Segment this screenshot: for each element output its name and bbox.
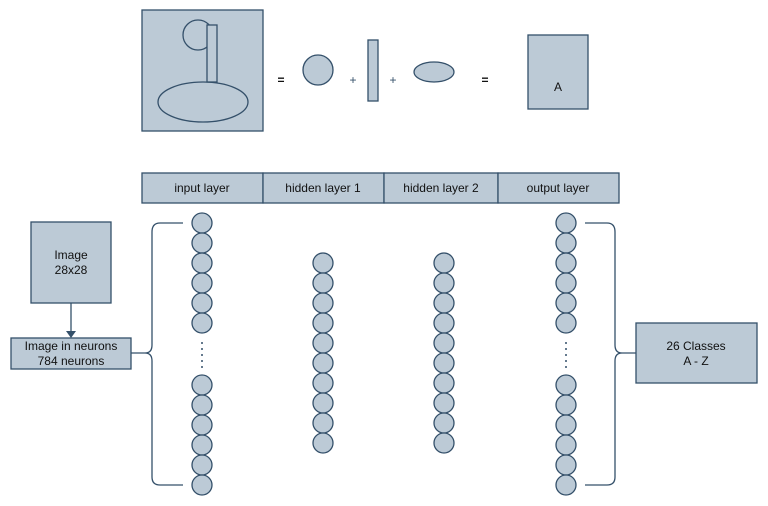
neuron [191, 374, 213, 396]
ellipsis-dot [201, 342, 203, 344]
ellipsis-dot [201, 348, 203, 350]
neuron [433, 292, 455, 314]
image-box-size: 28x28 [55, 263, 88, 277]
neuron [191, 434, 213, 456]
neuron [191, 474, 213, 496]
neuron-columns [191, 212, 577, 496]
neuron [555, 394, 577, 416]
input-bracket [131, 222, 183, 486]
neuron [191, 272, 213, 294]
neuron [312, 412, 334, 434]
neuron [555, 252, 577, 274]
ellipsis-dot [565, 360, 567, 362]
neuron [433, 412, 455, 434]
plus-sign: + [389, 73, 396, 87]
neuron [191, 454, 213, 476]
layer-header-output [497, 172, 620, 204]
neuron [555, 312, 577, 334]
ellipsis-dot [201, 354, 203, 356]
neuron [433, 332, 455, 354]
neuron [191, 212, 213, 234]
neurons-box-title: Image in neurons [25, 339, 118, 353]
equals-sign: = [277, 73, 284, 87]
classes-box [635, 322, 758, 384]
neuron [312, 352, 334, 374]
neuron [191, 312, 213, 334]
neuron [433, 372, 455, 394]
decomposition-equation: = + + = A [141, 9, 589, 132]
plus-sign: + [349, 73, 356, 87]
ellipsis-dot [565, 366, 567, 368]
ellipsis-dot [565, 342, 567, 344]
layer-header-hidden-2 [383, 172, 499, 204]
neuron [191, 252, 213, 274]
ellipsis-dot [565, 354, 567, 356]
image-box [30, 221, 112, 304]
neuron [433, 352, 455, 374]
layer-label: output layer [527, 181, 590, 195]
neuron [555, 272, 577, 294]
layer-label: hidden layer 1 [285, 181, 361, 195]
neuron [312, 272, 334, 294]
classes-box-range: A - Z [683, 354, 708, 368]
letter-sketch-box [141, 9, 264, 132]
ellipsis-dot [565, 348, 567, 350]
neuron [555, 454, 577, 476]
neuron [555, 474, 577, 496]
layer-header: input layer hidden layer 1 hidden layer … [141, 172, 620, 204]
neuron [312, 372, 334, 394]
layer-label: hidden layer 2 [403, 181, 479, 195]
neuron [433, 312, 455, 334]
output-bracket [585, 222, 636, 486]
neuron [433, 272, 455, 294]
neuron [191, 414, 213, 436]
classes-box-title: 26 Classes [666, 339, 725, 353]
neuron [433, 432, 455, 454]
neuron [312, 252, 334, 274]
neuron [191, 292, 213, 314]
sketch-bar [206, 24, 218, 83]
ellipsis-dot [201, 360, 203, 362]
bar-part [367, 39, 379, 102]
neuron [433, 252, 455, 274]
ellipsis-dot [201, 366, 203, 368]
neuron [555, 374, 577, 396]
neuron [555, 292, 577, 314]
neurons-box-count: 784 neurons [38, 354, 105, 368]
result-letter: A [554, 80, 562, 94]
circle-part [302, 54, 334, 86]
neuron [312, 432, 334, 454]
neuron [191, 232, 213, 254]
neuron [433, 392, 455, 414]
layer-header-hidden-1 [262, 172, 385, 204]
layer-label: input layer [174, 181, 229, 195]
neuron [191, 394, 213, 416]
neuron [312, 292, 334, 314]
neuron [312, 312, 334, 334]
sketch-ellipse [157, 81, 249, 123]
result-box [527, 34, 589, 110]
arrow-head-icon [66, 331, 76, 338]
neuron [555, 414, 577, 436]
neuron [312, 332, 334, 354]
neuron [312, 392, 334, 414]
image-box-title: Image [54, 248, 88, 262]
equals-sign: = [481, 73, 488, 87]
ellipse-part [413, 61, 455, 83]
neuron [555, 212, 577, 234]
neuron [555, 434, 577, 456]
neuron [555, 232, 577, 254]
